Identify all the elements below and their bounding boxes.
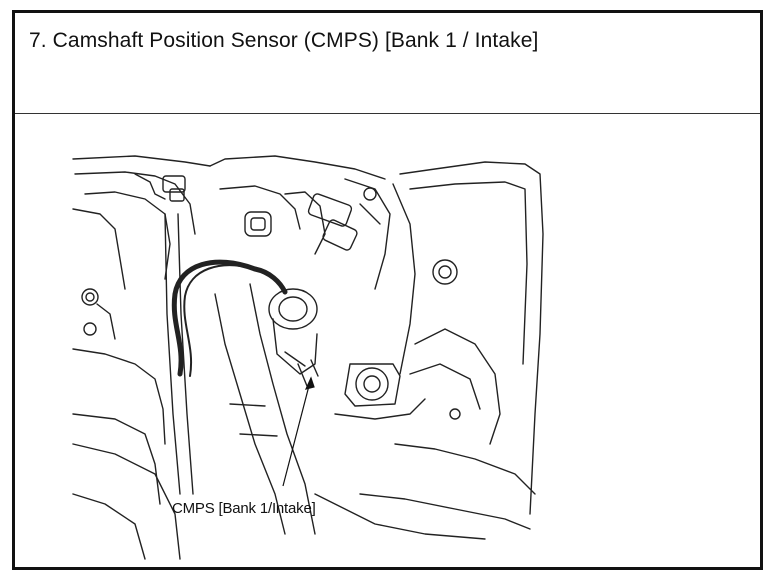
section-title: 7. Camshaft Position Sensor (CMPS) [Bank… bbox=[29, 29, 539, 52]
left-bolt bbox=[81, 288, 99, 306]
cover-bolt bbox=[432, 259, 458, 285]
hose-left-edge bbox=[214, 293, 286, 535]
title-section: 7. Camshaft Position Sensor (CMPS) [Bank… bbox=[15, 13, 760, 114]
upper-bolt-block bbox=[162, 175, 186, 193]
top-edge-line bbox=[72, 155, 211, 167]
document-frame: 7. Camshaft Position Sensor (CMPS) [Bank… bbox=[12, 10, 763, 570]
connector-upper bbox=[244, 211, 272, 237]
callout-leader-line bbox=[282, 377, 312, 487]
flange-bolt bbox=[355, 367, 389, 401]
right-cover-edge bbox=[399, 161, 544, 515]
callout-arrowhead bbox=[304, 376, 315, 390]
cmps-sensor-body bbox=[268, 288, 318, 330]
engine-illustration bbox=[15, 114, 760, 567]
engine-line-drawing bbox=[72, 155, 544, 560]
wiring-harness bbox=[171, 259, 258, 377]
cmps-callout-label: CMPS [Bank 1/Intake] bbox=[172, 500, 316, 517]
sensor-connector-tip bbox=[297, 363, 308, 387]
left-rail bbox=[164, 213, 181, 495]
